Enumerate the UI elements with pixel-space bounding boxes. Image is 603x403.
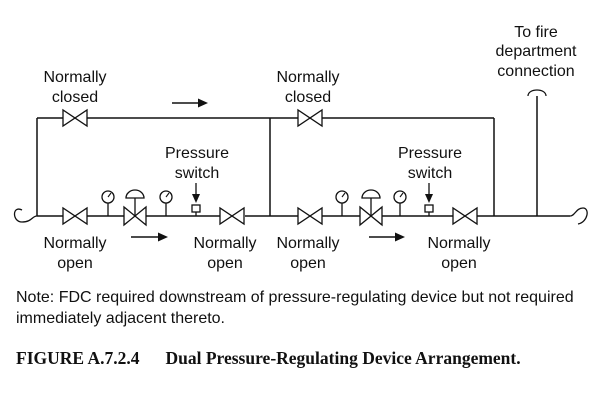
switch-arrow-left-icon: [192, 194, 200, 203]
pressure-regulating-valve-right-icon-actuator: [361, 189, 381, 199]
normally-closed-valve-left-icon: [62, 108, 88, 128]
figure-caption: FIGURE A.7.2.4 Dual Pressure-Regulating D…: [16, 346, 591, 370]
normally-open-valve-1-icon: [62, 206, 88, 226]
label-normally-open-4b: open: [441, 255, 477, 272]
label-normally-open-2a: Normally: [193, 235, 256, 252]
normally-open-valve-2-icon: [219, 206, 245, 226]
label-normally-open-2b: open: [207, 255, 243, 272]
flow-arrow-left-icon: [158, 232, 168, 242]
pressure-gauge-2-icon-needle: [165, 192, 170, 198]
label-normally-open-1a: Normally: [43, 235, 106, 252]
label-normally-closed-left-2: closed: [52, 89, 98, 106]
label-normally-open-3a: Normally: [276, 235, 339, 252]
label-normally-closed-left-1: Normally: [43, 69, 106, 86]
figure-title: Dual Pressure-Regulating Device Arrangem…: [165, 348, 521, 368]
pipe-break-right-mark: [569, 207, 588, 225]
pressure-gauge-4-icon-needle: [399, 192, 404, 198]
pressure-switch-right-icon: [424, 204, 434, 213]
diagram-note: Note: FDC required downstream of pressur…: [16, 289, 574, 327]
label-normally-open-1b: open: [57, 255, 93, 272]
pressure-regulating-valve-left-icon-actuator: [125, 189, 145, 199]
figure-number: FIGURE A.7.2.4: [16, 348, 140, 368]
label-fdc-line2: department: [496, 43, 577, 60]
label-normally-open-3b: open: [290, 255, 326, 272]
pressure-switch-left-icon: [191, 204, 201, 213]
flow-arrow-right-icon: [395, 232, 405, 242]
label-normally-closed-right-1: Normally: [276, 69, 339, 86]
pressure-gauge-3-icon-needle: [341, 192, 346, 198]
label-normally-open-4a: Normally: [427, 235, 490, 252]
label-pressure-switch-left-2: switch: [175, 165, 219, 182]
pipe-break-top-mark: [527, 89, 547, 97]
label-normally-closed-right-2: closed: [285, 89, 331, 106]
flow-arrow-bypass-icon: [198, 98, 208, 108]
label-fdc-line1: To fire: [514, 24, 558, 41]
label-pressure-switch-left-1: Pressure: [165, 145, 229, 162]
normally-open-valve-4-icon: [452, 206, 478, 226]
pipe-network: [13, 89, 588, 225]
device-symbols: [62, 98, 478, 242]
label-pressure-switch-right-1: Pressure: [398, 145, 462, 162]
pipe-break-left-mark: [13, 208, 38, 223]
label-pressure-switch-right-2: switch: [408, 165, 452, 182]
pressure-gauge-1-icon-needle: [107, 192, 112, 198]
label-fdc-line3: connection: [497, 63, 574, 80]
switch-arrow-right-icon: [425, 194, 433, 203]
normally-closed-valve-right-icon: [297, 108, 323, 128]
normally-open-valve-3-icon: [297, 206, 323, 226]
